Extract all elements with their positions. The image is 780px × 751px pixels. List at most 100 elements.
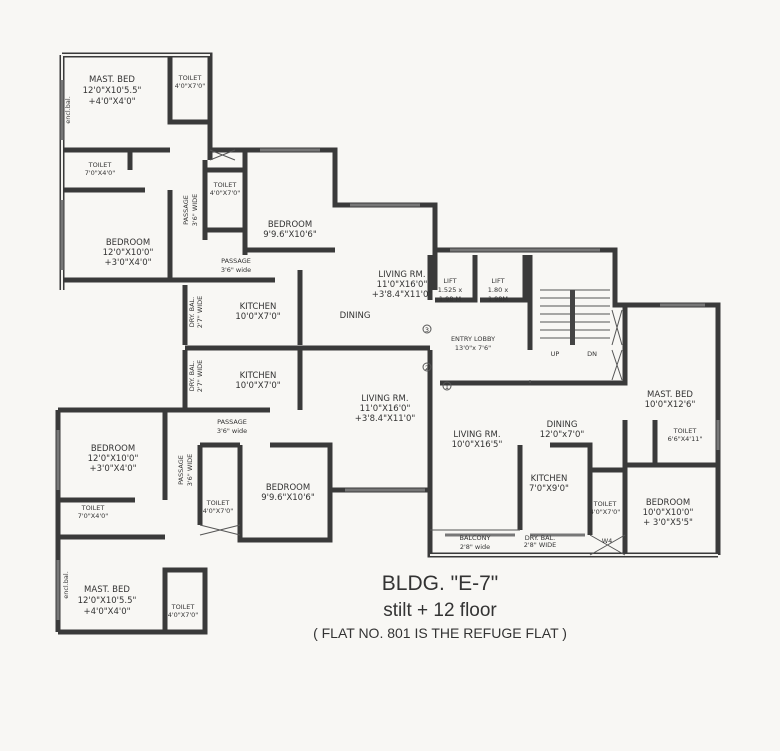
room-label-line: 6'6"X4'11" xyxy=(668,435,703,443)
room-label-line: 9'9.6"X10'6" xyxy=(261,493,315,503)
room-label-line: 9'9.6"X10'6" xyxy=(263,230,317,240)
room-label-r-living: LIVING RM.10'0"X16'5" xyxy=(452,430,503,450)
room-label-line: 7'0"X4'0" xyxy=(85,169,116,177)
room-label-line: 11'0"X16'0" xyxy=(377,280,428,290)
room-label-line: TOILET xyxy=(178,74,202,82)
room-label-line: +3'0"X4'0" xyxy=(104,258,151,268)
room-label-line: 3'6" WIDE xyxy=(191,194,199,227)
room-label-line: +3'0"X4'0" xyxy=(89,464,136,474)
room-label-tl-dining: DINING xyxy=(340,311,371,321)
room-label-line: 12'0"x7'0" xyxy=(540,430,585,440)
room-label-line: 7'0"X9'0" xyxy=(529,484,569,494)
room-label-line: +4'0"X4'0" xyxy=(88,97,135,107)
room-label-r-dry-bal: DRY. BAL.2'8" WIDE xyxy=(524,534,557,549)
room-label-line: TOILET xyxy=(593,500,617,508)
details xyxy=(56,80,720,620)
room-label-line: KITCHEN xyxy=(240,371,277,381)
room-label-line: 12'0"X10'5.5" xyxy=(78,596,137,606)
room-label-line: 2'7" WIDE xyxy=(196,360,204,393)
room-label-tl-living: LIVING RM.11'0"X16'0"+3'8.4"X11'0" xyxy=(372,270,433,300)
room-label-line: 3'6" wide xyxy=(221,266,251,274)
room-label-line: 4'0"X7'0" xyxy=(203,507,234,515)
room-label-line: +4'0"X4'0" xyxy=(83,607,130,617)
room-label-line: 4'0"X7'0" xyxy=(590,508,621,516)
room-label-line: LIFT xyxy=(491,277,504,285)
room-label-line: 13'0"x 7'6" xyxy=(455,344,491,352)
w4-label: W4 xyxy=(602,537,613,545)
room-label-line: 2'7" WIDE xyxy=(196,296,204,329)
room-label-line: DRY. BAL. xyxy=(188,297,196,328)
room-label-line: LIFT xyxy=(443,277,456,285)
room-label-tl-dry-bal: DRY. BAL.2'7" WIDE xyxy=(188,296,204,329)
room-label-line: 12'0"X10'0" xyxy=(88,454,139,464)
room-label-line: BEDROOM xyxy=(266,483,310,493)
room-label-line: 4'0"X7'0" xyxy=(175,82,206,90)
refuge-note: ( FLAT NO. 801 IS THE REFUGE FLAT ) xyxy=(313,625,567,641)
room-label-line: DRY. BAL. xyxy=(525,534,556,542)
room-label-line: MAST. BED xyxy=(647,390,693,400)
flat-markers: 1 2 3 xyxy=(422,324,452,391)
room-label-line: encl.bal. xyxy=(64,96,72,124)
building-title: BLDG. "E-7" xyxy=(382,572,498,595)
room-label-line: TOILET xyxy=(206,499,230,507)
room-label-tl-passage-v: PASSAGE3'6" WIDE xyxy=(182,194,199,227)
room-label-line: TOILET xyxy=(673,427,697,435)
room-label-line: BALCONY xyxy=(459,534,490,542)
room-label-line: 4'0"X7'0" xyxy=(210,189,241,197)
walls xyxy=(55,52,721,635)
room-label-line: DINING xyxy=(340,311,371,321)
room-label-line: 10'0"X7'0" xyxy=(235,312,280,322)
room-label-line: 3'6" WIDE xyxy=(186,454,194,487)
room-label-line: 10'0"X10'0" xyxy=(643,508,694,518)
room-label-line: + 3'0"X5'5" xyxy=(643,518,693,528)
flat-marker-1: 1 xyxy=(445,383,449,391)
room-label-bl-passage-v: PASSAGE3'6" WIDE xyxy=(177,454,194,487)
room-label-line: PASSAGE xyxy=(177,455,185,485)
room-label-line: TOILET xyxy=(88,161,112,169)
room-label-line: DRY. BAL. xyxy=(188,361,196,392)
room-label-line: DINING xyxy=(547,420,578,430)
room-label-line: 3'6" wide xyxy=(217,427,247,435)
room-label-line: 7'0"X4'0" xyxy=(78,512,109,520)
room-label-line: +3'8.4"X11'0" xyxy=(355,414,416,424)
room-label-line: MAST. BED xyxy=(84,585,130,595)
room-label-line: LIVING RM. xyxy=(378,270,425,280)
flat-marker-3: 3 xyxy=(425,326,429,334)
room-label-line: BEDROOM xyxy=(646,498,690,508)
room-label-line: BEDROOM xyxy=(106,238,150,248)
room-label-bl-living: LIVING RM.11'0"X16'0"+3'8.4"X11'0" xyxy=(355,394,416,424)
room-label-line: PASSAGE xyxy=(217,418,247,426)
room-label-line: BEDROOM xyxy=(91,444,135,454)
room-label-line: LIVING RM. xyxy=(361,394,408,404)
room-label-line: encl.bal. xyxy=(62,571,70,599)
room-label-line: +3'8.4"X11'0" xyxy=(372,290,433,300)
room-label-line: 10'0"X16'5" xyxy=(452,440,503,450)
room-label-tl-encl-bal: encl.bal. xyxy=(64,96,72,124)
room-label-line: 12'0"X10'0" xyxy=(103,248,154,258)
room-label-line: LIVING RM. xyxy=(453,430,500,440)
room-label-line: KITCHEN xyxy=(240,302,277,312)
room-label-line: TOILET xyxy=(213,181,237,189)
room-label-line: 1.80 x xyxy=(488,286,509,294)
